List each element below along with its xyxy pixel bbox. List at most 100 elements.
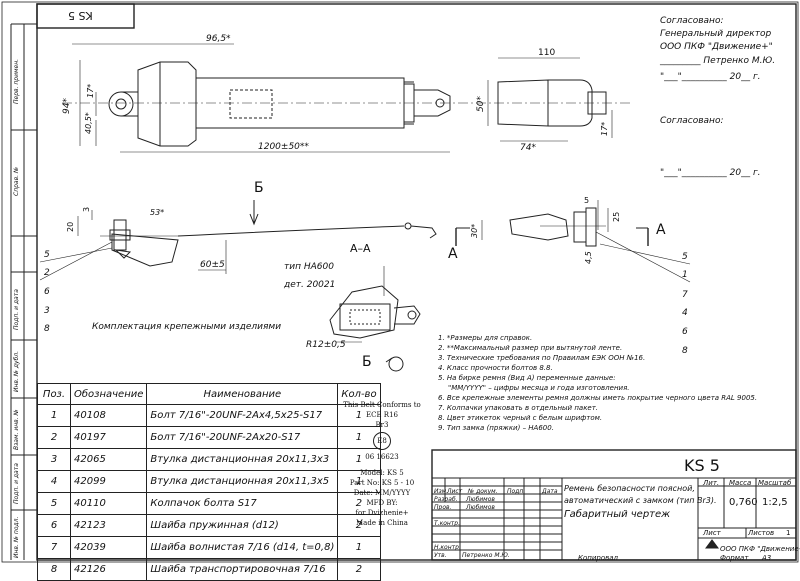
note-line: 4. Класс прочности болтов 8.8.	[438, 364, 553, 372]
spec-code: 42123	[69, 514, 148, 537]
spec-code: 42039	[69, 536, 148, 559]
approval-title-1: Согласовано:	[660, 16, 724, 26]
spec-pos: 3	[37, 448, 71, 471]
dim-4-5: 4,5	[584, 251, 593, 264]
item-number-left: 5	[44, 250, 50, 260]
item-number-right: 5	[682, 252, 688, 262]
item-number-left: 8	[44, 324, 50, 334]
section-label-a-right: А	[656, 222, 666, 238]
tb-scale: 1:2,5	[762, 497, 788, 508]
approval-title-2: Согласовано:	[660, 116, 724, 126]
dim-110: 110	[538, 48, 556, 58]
spec-name: Колпачок болта S17	[146, 492, 339, 515]
drawing-linework	[1, 1, 799, 563]
dim-60-5: 60±5	[200, 260, 225, 270]
tb-col-head: Изм.	[434, 488, 449, 495]
dim-53: 53*	[150, 208, 165, 217]
item-number-left: 2	[44, 268, 50, 278]
table-row: 4 42099 Втулка дистанционная 20x11,3x5 1	[37, 470, 381, 493]
tb-role-name: Любимов	[466, 496, 495, 503]
tb-lit-label: Лит.	[703, 479, 720, 487]
section-label-a-left: А	[448, 246, 458, 262]
spec-pos: 5	[37, 492, 71, 515]
copied-label: Копировал	[578, 554, 618, 562]
tb-role-name: Петренко М.Ю.	[462, 552, 510, 559]
spec-name: Болт 7/16"-20UNF-2Ax20-S17	[146, 426, 339, 449]
tb-col-head: Дата	[542, 488, 558, 495]
kit-caption: Комплектация крепежными изделиями	[92, 322, 282, 332]
dim-25: 25	[612, 211, 621, 222]
approval-line-1-2: ООО ПКФ "Движение+"	[660, 42, 773, 52]
spec-name: Втулка дистанционная 20x11,3x5	[146, 470, 339, 493]
cert-line: This Belt Conforms to	[343, 401, 421, 409]
tb-role: Утв.	[434, 552, 447, 559]
cert-model: Model: KS 5	[360, 469, 404, 477]
dim-40-5: 40,5*	[84, 112, 93, 134]
title-name-line: автоматический с замком (тип Br3).	[564, 496, 717, 505]
note-line: 8. Цвет этикеток черный с белым шрифтом.	[438, 414, 603, 422]
tb-col-head: Подп.	[507, 488, 526, 495]
spec-code: 40110	[69, 492, 148, 515]
tb-col-head: № докум.	[468, 488, 498, 495]
dim-17-right: 17*	[600, 121, 609, 136]
dim-30: 30*	[470, 223, 479, 238]
approval-line-1-1: Генеральный директор	[660, 29, 772, 39]
cert-maker: for Dvizhenie+	[355, 509, 409, 517]
table-row: 2 40197 Болт 7/16"-20UNF-2Ax20-S17 1	[37, 426, 381, 449]
item-number-left: 6	[44, 287, 50, 297]
spec-name: Втулка дистанционная 20x11,3x3	[146, 448, 339, 471]
spec-name: Шайба транспортировочная 7/16	[146, 558, 339, 581]
dim-74: 74*	[520, 143, 536, 153]
dim-1200: 1200±50**	[258, 142, 309, 152]
spec-code: 40197	[69, 426, 148, 449]
table-row: 5 40110 Колпачок болта S17 2	[37, 492, 381, 515]
spec-qty: 1	[337, 536, 381, 559]
format-label: Формат	[720, 554, 749, 562]
dim-96-5: 96,5*	[206, 34, 231, 44]
stamp-code: KS 5	[68, 9, 93, 22]
side-label-podp-data: Подп. и дата	[13, 463, 20, 504]
spec-name: Шайба пружинная (d12)	[146, 514, 339, 537]
dim-r12: R12±0,5	[306, 340, 346, 350]
cert-date: Date: MM/YYYY	[353, 489, 411, 497]
tb-col-head: Лист	[447, 488, 463, 495]
note-line: 5. На бирке ремня (Вид А) переменные дан…	[438, 374, 616, 382]
tb-sheet-label: Лист	[703, 529, 721, 537]
spec-pos: 6	[37, 514, 71, 537]
item-number-right: 7	[682, 290, 688, 300]
tb-role: Разраб.	[434, 496, 458, 503]
callout-type: тип HA600	[284, 262, 334, 272]
spec-pos: 4	[37, 470, 71, 493]
section-label-b-top: Б	[254, 180, 264, 196]
note-line: 1. *Размеры для справок.	[438, 334, 533, 342]
section-label-b-view: Б	[362, 354, 372, 370]
side-label-podp-data-top: Подп. и дата	[13, 289, 20, 330]
tb-company: ООО ПКФ "Движение+"	[720, 545, 800, 553]
table-row: 8 42126 Шайба транспортировочная 7/16 2	[37, 558, 381, 581]
spec-header: Поз.	[37, 383, 71, 405]
table-row: 3 42065 Втулка дистанционная 20x11,3x3 1	[37, 448, 381, 471]
cert-origin: Made in China	[356, 519, 408, 527]
tb-role: Н.контр.	[434, 544, 461, 551]
dim-17: 17*	[86, 83, 95, 98]
tb-mass-label: Масса	[729, 479, 752, 487]
dim-3: 3	[82, 206, 91, 212]
spec-code: 42126	[69, 558, 148, 581]
cert-number: 06 16623	[365, 453, 399, 461]
spec-pos: 7	[37, 536, 71, 559]
spec-qty: 1	[337, 470, 381, 493]
note-line: 2. **Максимальный размер при вытянутой л…	[438, 344, 623, 352]
note-line: 7. Колпачки упаковать в отдельный пакет.	[438, 404, 599, 412]
table-row: 1 40108 Болт 7/16"-20UNF-2Ax4,5x25-S17 1	[37, 404, 381, 427]
spec-code: 42099	[69, 470, 148, 493]
approval-line-1-4: "___"__________ 20__ г.	[660, 72, 761, 82]
tb-scale-label: Масштаб	[758, 479, 792, 487]
dim-5: 5	[584, 196, 590, 205]
spec-header: Наименование	[146, 383, 339, 405]
title-code: KS 5	[684, 456, 720, 475]
format-value: А3	[762, 554, 772, 562]
spec-pos: 2	[37, 426, 71, 449]
tb-role-name: Любимов	[466, 504, 495, 511]
cert-part: Part No: KS 5 - 10	[349, 479, 415, 487]
item-number-right: 4	[682, 308, 688, 318]
